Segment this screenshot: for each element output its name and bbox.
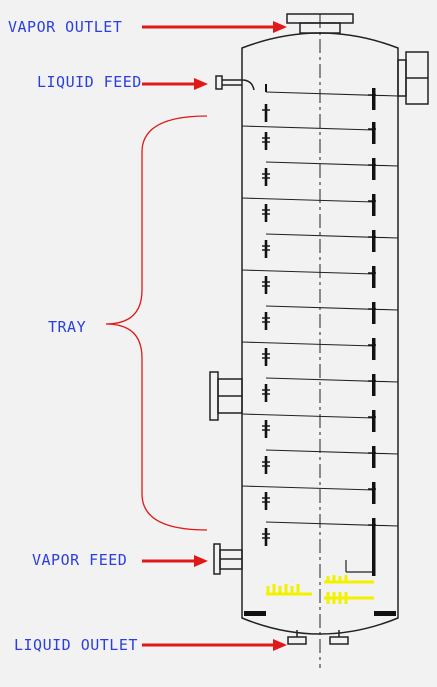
tray-plate (241, 341, 375, 347)
arrow-vapor-feed (142, 555, 208, 567)
label-vapor-feed: VAPOR FEED (32, 551, 128, 569)
vapor-feed-nozzle (213, 543, 243, 575)
tray-plate (265, 233, 399, 239)
tray-weir-right (372, 374, 376, 396)
bottom-weir (372, 538, 376, 576)
tray-weir-right (372, 194, 376, 216)
tray-plate (265, 521, 399, 527)
tray-weir-right (372, 482, 376, 504)
tray-plate (241, 197, 375, 203)
arrow-vapor-outlet (142, 21, 287, 33)
liquid-outlet-nozzle (287, 630, 349, 645)
bottom-support-right (374, 611, 396, 616)
label-liquid-feed: LIQUID FEED (37, 73, 142, 91)
label-liquid-outlet: LIQUID OUTLET (14, 636, 138, 654)
label-vapor-outlet: VAPOR OUTLET (8, 18, 123, 36)
tray-weir-right (372, 158, 376, 180)
vapor-sparger-right-upper (324, 575, 374, 584)
tray-weir-right (372, 302, 376, 324)
tray-plate (265, 449, 399, 455)
tray-plate (265, 91, 399, 97)
tray-weir-right (372, 446, 376, 468)
vapor-sparger-right-lower (324, 592, 374, 604)
liquid-feed-nozzle (215, 75, 255, 91)
tray-weir-right (372, 518, 376, 540)
vapor-outlet-nozzle (286, 13, 354, 34)
tray-plate (265, 161, 399, 167)
tray-plate (265, 305, 399, 311)
tray-plate (241, 413, 375, 419)
tray-plate (265, 377, 399, 383)
arrow-liquid-feed (142, 78, 208, 90)
vapor-sparger-left (266, 584, 312, 596)
tray-weir-right (372, 410, 376, 432)
upper-side-nozzle (397, 51, 429, 105)
bottom-support-left (244, 611, 266, 616)
trays (241, 84, 399, 546)
tray-plate (241, 269, 375, 275)
label-tray: TRAY (48, 318, 87, 336)
tray-plate (241, 485, 375, 491)
tray-weir-right (372, 338, 376, 360)
tray-plate (241, 125, 375, 131)
column-shell (241, 32, 399, 635)
tray-weir-right (372, 230, 376, 252)
tray-weir-right (372, 88, 376, 110)
tray-weir-right (372, 122, 376, 144)
tray-weir-right (372, 266, 376, 288)
arrow-liquid-outlet (142, 639, 287, 651)
bottom-downcomer (345, 560, 372, 573)
middle-side-nozzle (209, 371, 243, 421)
tray-bracket (105, 115, 208, 531)
